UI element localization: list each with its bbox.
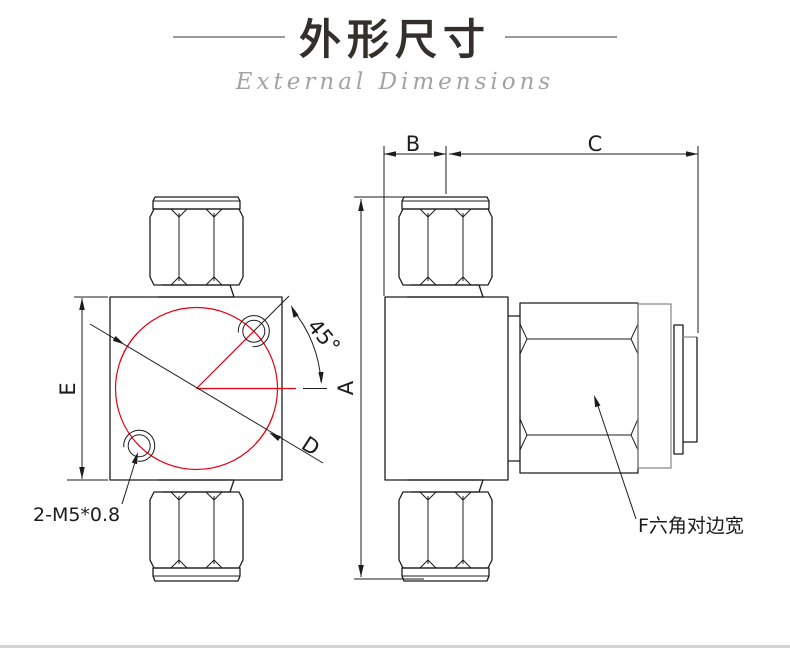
dim-a-ext-lines [354, 196, 424, 580]
nut-cap [152, 567, 241, 582]
angle-arrow-top [291, 305, 299, 318]
angle-leader-line [253, 295, 290, 332]
footer-divider [0, 645, 790, 648]
dim-d: D [89, 323, 324, 464]
nut-body [149, 491, 244, 569]
hex-note-leader [595, 399, 637, 520]
bolt-circle-construction [114, 306, 296, 471]
bolt-circle-tick-upper [119, 332, 138, 363]
dim-a: A [334, 196, 424, 580]
front-bottom-nut [149, 479, 244, 582]
nut-neck [158, 479, 235, 493]
dim-c-arrow-right [686, 151, 698, 157]
port-hex-section [519, 302, 639, 474]
bolt-circle-tick-lower [255, 414, 274, 445]
dim-b-label: B [406, 132, 420, 156]
side-bottom-nut [398, 479, 493, 582]
page-title: 外形尺寸 [298, 15, 491, 64]
angle-label: 45° [303, 314, 345, 358]
side-body [384, 296, 509, 481]
port-endcap [683, 337, 698, 443]
nut-neck [407, 284, 484, 298]
side-port [508, 302, 698, 474]
thread-note-label: 2-M5*0.8 [33, 504, 120, 526]
dim-d-label: D [297, 432, 324, 461]
dim-e-arrow-top [79, 298, 85, 310]
thread-hole-lower [123, 429, 156, 462]
header: 外形尺寸 External Dimensions [0, 6, 790, 95]
dim-a-label: A [334, 380, 358, 395]
hex-note: F六角对边宽 [594, 395, 744, 537]
port-flange [673, 324, 684, 455]
hex-note-arrow [594, 395, 601, 408]
title-divider-right [505, 35, 617, 38]
dim-c-arrow-left [449, 151, 461, 157]
nut-face-lines [427, 496, 464, 564]
hole-thread-arc [123, 429, 156, 462]
nut-chamfer-marks [419, 208, 472, 286]
dim-d-arrow-lower [269, 432, 281, 441]
hole-inner-circle [242, 319, 266, 343]
thread-note-arrow [131, 452, 138, 465]
nut-chamfer-marks [170, 491, 223, 569]
side-top-nut [398, 196, 493, 298]
dim-c: C [449, 132, 699, 333]
dim-c-label: C [588, 132, 603, 156]
dim-a-arrow-bottom [358, 565, 364, 577]
dim-b-arrow-right [434, 151, 446, 157]
dim-b: B [383, 132, 447, 296]
dim-e-arrow-bottom [79, 467, 85, 479]
port-neck-lines [508, 315, 520, 462]
side-view: B C A F六角对边宽 [334, 132, 744, 582]
nut-body [398, 491, 493, 569]
angle-arrow-bottom [318, 371, 324, 384]
nut-body [398, 208, 493, 286]
dim-e: E [56, 296, 108, 481]
dim-d-arrow-upper [112, 336, 125, 345]
nut-cap [401, 196, 490, 210]
port-hex-chamfers [519, 323, 639, 451]
thread-note-leader [121, 455, 138, 505]
front-view: E D 45° 2-M5*0.8 [33, 196, 345, 582]
nut-neck [158, 284, 235, 298]
hole-inner-circle [127, 434, 151, 458]
dim-d-line [89, 323, 324, 464]
nut-chamfer-marks [170, 208, 223, 286]
title-row: 外形尺寸 [0, 6, 790, 67]
thread-note: 2-M5*0.8 [33, 452, 138, 526]
nut-body [149, 208, 244, 286]
nut-cap [152, 196, 241, 210]
angled-centerline [196, 330, 255, 389]
dim-e-label: E [56, 382, 80, 395]
nut-face-lines [178, 213, 215, 281]
front-top-nut [149, 196, 244, 298]
nut-face-lines [178, 496, 215, 564]
angle-dim: 45° [253, 295, 345, 389]
title-divider-left [172, 35, 285, 38]
hex-note-label: F六角对边宽 [638, 515, 744, 537]
nut-chamfer-marks [419, 491, 472, 569]
page-subtitle: External Dimensions [235, 69, 555, 95]
nut-neck [407, 479, 484, 493]
dim-e-ext-lines [67, 296, 108, 481]
nut-face-lines [427, 213, 464, 281]
port-hex-flat-lines [527, 338, 631, 436]
dim-b-arrow-left [384, 151, 396, 157]
port-sleeve [637, 303, 672, 469]
dim-a-arrow-top [358, 199, 364, 211]
